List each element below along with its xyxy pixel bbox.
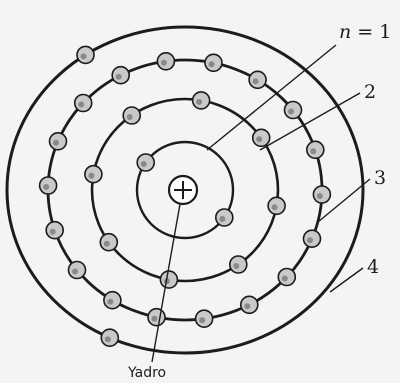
electron-shading-shell-2-6 [104, 241, 110, 247]
label-shell-4: 4 [367, 256, 379, 278]
electron-shading-shell-1-1 [141, 161, 147, 167]
electron-shading-shell-3-7 [307, 237, 313, 243]
electron-shading-shell-3-14 [50, 229, 56, 235]
nucleus [169, 176, 197, 204]
electron-shading-shell-2-3 [272, 204, 278, 210]
label-n1: n = 1 [339, 21, 391, 43]
label-n1-value: = 1 [351, 21, 391, 43]
electron-shading-shell-3-11 [152, 316, 158, 322]
electron-shading-shell-2-8 [127, 114, 133, 120]
electron-shading-shell-3-13 [72, 269, 78, 275]
electron-shading-shell-3-12 [107, 299, 113, 305]
electron-shading-shell-3-2 [209, 61, 215, 67]
label-shell-3: 3 [374, 167, 386, 189]
electron-shading-shell-3-10 [199, 317, 205, 323]
electron-shading-shell-3-3 [253, 78, 259, 84]
electron-shading-shell-3-6 [317, 193, 323, 199]
leader-n1 [207, 45, 336, 150]
label-shell-2: 2 [364, 81, 376, 103]
electron-shading-shell-3-16 [53, 140, 59, 146]
electron-shading-shell-3-5 [310, 148, 316, 154]
electron-shading-shell-3-8 [282, 276, 288, 282]
electron-shading-shell-3-17 [78, 102, 84, 108]
electron-shading-shell-3-1 [161, 60, 167, 66]
electron-shading-shell-2-7 [88, 173, 94, 179]
electron-shading-shell-4-1 [81, 53, 87, 59]
label-nucleus: Yadro [127, 365, 166, 381]
electron-shading-shell-2-2 [256, 136, 262, 142]
label-n1-prefix: n [339, 21, 351, 43]
electron-shading-shell-3-18 [116, 74, 122, 80]
electron-shading-shell-3-9 [244, 303, 250, 309]
electron-shading-shell-1-2 [219, 216, 225, 222]
electron-shading-shell-2-1 [196, 99, 202, 105]
electron-shading-shell-2-4 [233, 263, 239, 269]
electron-shading-shell-4-2 [105, 336, 111, 342]
electron-shading-shell-3-4 [288, 109, 294, 115]
electron-shading-shell-3-15 [43, 184, 49, 190]
